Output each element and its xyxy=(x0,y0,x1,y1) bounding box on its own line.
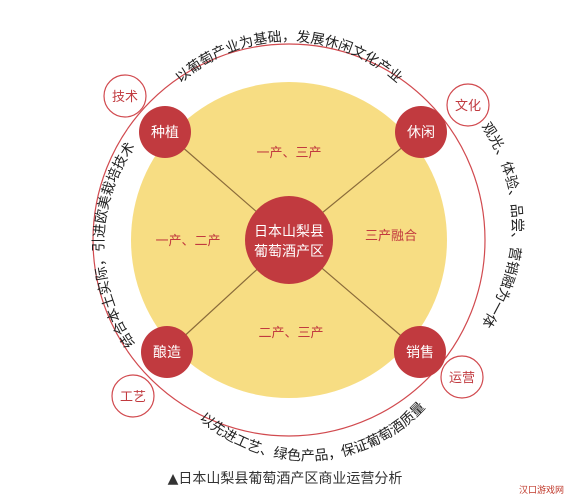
figure-caption: ▲日本山梨县葡萄酒产区商业运营分析 xyxy=(167,471,403,487)
tag-technology-label: 技术 xyxy=(112,90,138,105)
center-label-line2: 葡萄酒产区 xyxy=(254,244,324,260)
center-label-line1: 日本山梨县 xyxy=(254,224,324,240)
sector-bottom-label: 二产、三产 xyxy=(258,326,323,341)
tag-craft xyxy=(111,374,155,418)
arc-text-bottom-path: 以先进工艺、绿色产品，保证葡萄酒质量 xyxy=(196,399,428,464)
tag-operations xyxy=(440,355,484,399)
tag-operations-label: 运营 xyxy=(449,371,475,386)
tag-craft-label: 工艺 xyxy=(120,390,146,405)
sector-left-label: 一产、二产 xyxy=(155,234,220,249)
center-node xyxy=(245,196,333,284)
arc-text-top: 以葡萄产业为基础，发展休闲文化产业 xyxy=(173,29,405,86)
tag-culture xyxy=(446,83,490,127)
tag-technology xyxy=(103,74,147,118)
sector-top-label: 一产、三产 xyxy=(256,146,321,161)
node-brewing xyxy=(141,326,193,378)
arc-text-bottom: 以先进工艺、绿色产品，保证葡萄酒质量 xyxy=(196,399,428,464)
node-leisure xyxy=(395,106,447,158)
node-leisure-label: 休闲 xyxy=(407,125,435,141)
arc-text-top-path: 以葡萄产业为基础，发展休闲文化产业 xyxy=(173,29,405,86)
watermark: 汉口游戏网 xyxy=(518,486,564,496)
node-sales-label: 销售 xyxy=(406,345,434,361)
node-planting-label: 种植 xyxy=(151,125,179,141)
sector-right-label: 三产融合 xyxy=(365,229,417,244)
tag-culture-label: 文化 xyxy=(455,99,481,114)
node-planting xyxy=(139,106,191,158)
node-brewing-label: 酿造 xyxy=(153,345,181,361)
node-sales xyxy=(394,326,446,378)
outer-ring xyxy=(92,43,486,437)
